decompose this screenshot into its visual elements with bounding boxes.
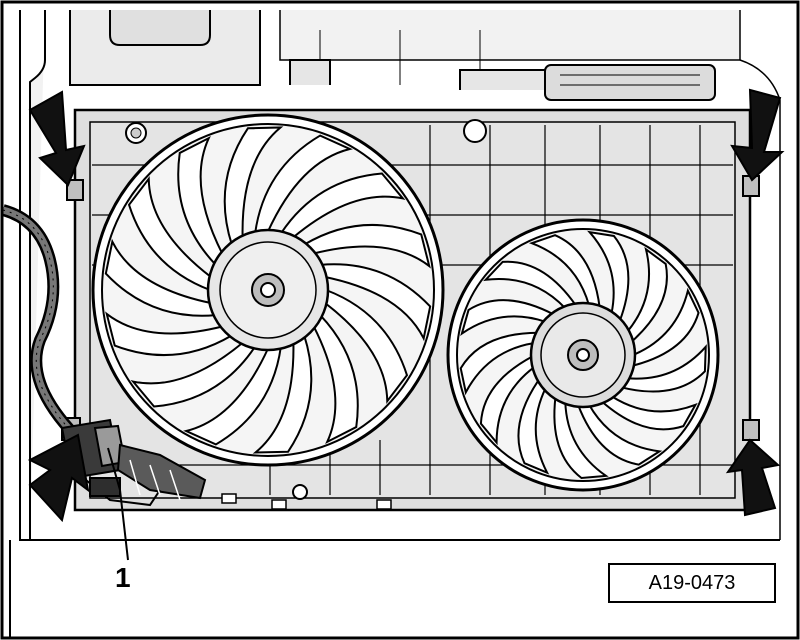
figure-id-label: A19-0473: [608, 563, 776, 603]
fan-blade: [599, 394, 698, 431]
fan-blade: [528, 234, 601, 310]
fan-blade: [312, 313, 359, 445]
fan-blade: [619, 344, 707, 393]
fan-blade: [279, 172, 406, 239]
fan-blade: [587, 230, 630, 323]
arrow-bottom-left-icon: [27, 433, 90, 523]
arrow-top-left-icon: [28, 90, 86, 187]
fan-blade: [479, 354, 536, 446]
fan-blade: [252, 333, 313, 454]
fan-blade: [105, 311, 234, 357]
arrow-top-right-icon: [730, 88, 785, 182]
fan-blade: [223, 126, 284, 247]
fan-blade: [130, 341, 257, 408]
callout-leader-line: [107, 447, 129, 561]
fan-blade: [626, 246, 668, 344]
wiring-harness: [3, 204, 75, 435]
callout-label-1: 1: [115, 562, 131, 593]
fan-blade: [177, 135, 224, 267]
fan-blade: [253, 134, 353, 235]
fan-blade: [460, 299, 556, 336]
fan-blade: [104, 238, 218, 317]
fan-blade: [483, 260, 578, 310]
small-fan: [446, 218, 720, 492]
fan-blade: [302, 223, 431, 269]
large-fan: [91, 113, 445, 467]
fan-blade: [576, 403, 663, 466]
fan-blade: [318, 263, 432, 342]
fan-blade: [630, 287, 700, 368]
fan-blade: [323, 288, 409, 405]
fan-blade: [459, 331, 540, 396]
fan-blade: [127, 175, 213, 292]
arrow-bottom-right-icon: [725, 438, 781, 517]
fan-blade: [183, 345, 283, 446]
fan-blade: [517, 377, 550, 475]
vehicle-body-structure: [9, 10, 781, 637]
fan-blade: [553, 395, 609, 480]
